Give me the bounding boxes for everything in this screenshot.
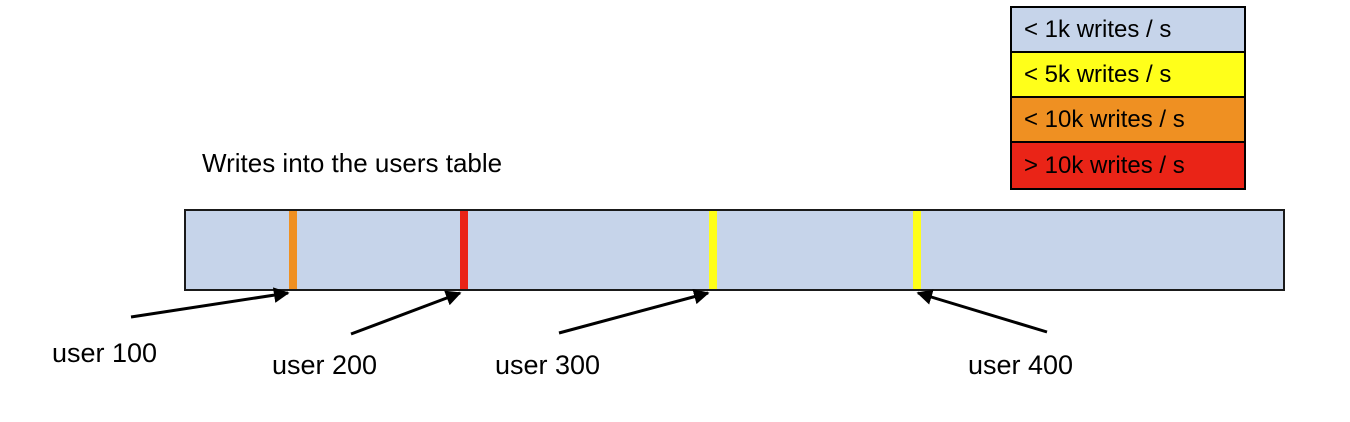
legend-item-label: < 10k writes / s: [1024, 105, 1185, 133]
legend-item-lt-1k: < 1k writes / s: [1012, 8, 1244, 53]
user-100-marker: [289, 211, 297, 289]
user-300-arrow: [558, 289, 710, 335]
legend-item-label: > 10k writes / s: [1024, 151, 1185, 179]
legend-item-gt-10k: > 10k writes / s: [1012, 143, 1244, 188]
writes-legend: < 1k writes / s < 5k writes / s < 10k wr…: [1010, 6, 1246, 190]
legend-item-label: < 5k writes / s: [1024, 60, 1172, 88]
user-200-marker: [460, 211, 468, 289]
user-100-arrow: [130, 287, 290, 319]
legend-item-lt-5k: < 5k writes / s: [1012, 53, 1244, 98]
user-400-label: user 400: [968, 350, 1074, 380]
legend-item-lt-10k: < 10k writes / s: [1012, 98, 1244, 143]
user-100-label: user 100: [52, 338, 158, 368]
legend-item-label: < 1k writes / s: [1024, 15, 1172, 43]
user-200-arrow: [350, 290, 462, 336]
users-table-bar: [184, 209, 1285, 291]
user-400-arrow: [916, 289, 1048, 334]
user-300-label: user 300: [495, 350, 601, 380]
user-200-label: user 200: [272, 350, 378, 380]
diagram-caption: Writes into the users table: [202, 148, 503, 178]
user-300-marker: [709, 211, 717, 289]
user-400-marker: [913, 211, 921, 289]
